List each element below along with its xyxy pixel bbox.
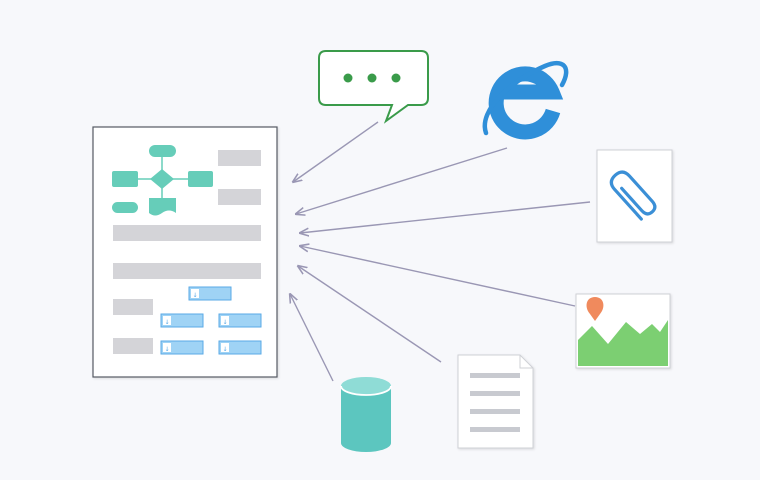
arrow-from-attachment [300, 201, 591, 233]
document-frame [92, 126, 278, 378]
link-icon [163, 316, 171, 325]
text-document-icon [457, 354, 534, 449]
flowchart-process-right [188, 171, 213, 187]
flowchart [112, 145, 213, 216]
svg-text:↓: ↓ [222, 346, 227, 353]
linked-fields: ↓ ↓ ↓ ↓ ↓ [160, 286, 262, 355]
link-icon [163, 343, 171, 352]
text-block [113, 299, 153, 315]
link-icon [221, 343, 229, 352]
internet-explorer-icon [482, 60, 569, 140]
central-document: ↓ ↓ ↓ ↓ ↓ [92, 126, 278, 378]
linked-field: ↓ [188, 286, 232, 301]
text-block [218, 189, 261, 205]
attachment-card [596, 149, 673, 243]
svg-text:↓: ↓ [192, 292, 197, 299]
database-icon [340, 377, 392, 452]
arrow-from-web-link [296, 147, 508, 214]
flowchart-terminator-start [149, 145, 176, 157]
linked-field: ↓ [218, 340, 262, 355]
speech-bubble-icon [318, 50, 429, 124]
arrow-from-document [298, 266, 442, 363]
picture-icon [575, 293, 671, 369]
arrow-from-database [290, 294, 334, 382]
paperclip-icon [609, 170, 657, 221]
link-icon [191, 289, 199, 298]
svg-text:↓: ↓ [164, 346, 169, 353]
linked-field: ↓ [218, 313, 262, 328]
text-block [218, 150, 261, 166]
flowchart-decision [150, 169, 174, 189]
arrow-from-image [300, 246, 576, 307]
text-block [113, 338, 153, 354]
link-icon [221, 316, 229, 325]
arrow-from-comment [293, 121, 379, 182]
arrows [290, 121, 591, 382]
flowchart-process-left [112, 171, 138, 187]
linked-field: ↓ [160, 313, 204, 328]
flowchart-terminator-end [112, 202, 138, 213]
flowchart-document-shape [149, 198, 176, 216]
text-bar [113, 225, 261, 241]
linked-field: ↓ [160, 340, 204, 355]
svg-text:↓: ↓ [222, 319, 227, 326]
text-bar [113, 263, 261, 279]
svg-text:↓: ↓ [164, 319, 169, 326]
